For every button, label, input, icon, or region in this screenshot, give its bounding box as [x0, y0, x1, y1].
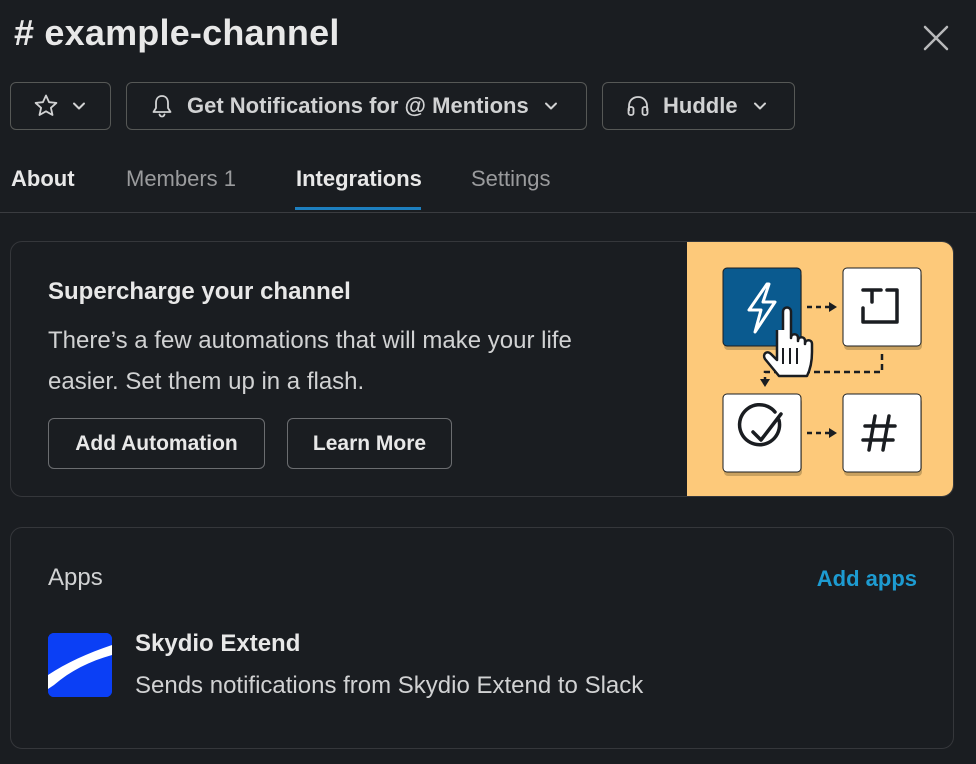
- notifications-dropdown-button[interactable]: Get Notifications for @ Mentions: [126, 82, 587, 130]
- tab-about[interactable]: About: [11, 166, 75, 191]
- notifications-label: Get Notifications for @ Mentions: [187, 93, 529, 118]
- headphones-icon: [627, 96, 649, 116]
- promo-body: There’s a few automations that will make…: [48, 327, 572, 395]
- tab-integrations[interactable]: Integrations: [296, 166, 422, 191]
- close-icon: [923, 25, 949, 51]
- chevron-down-icon: [544, 102, 557, 110]
- huddle-label: Huddle: [663, 93, 738, 118]
- skydio-icon[interactable]: [48, 633, 112, 697]
- learn-more-button[interactable]: Learn More: [287, 418, 452, 469]
- check-circle-icon: [722, 393, 802, 473]
- text-icon: [842, 267, 922, 347]
- active-tab-indicator: [295, 207, 421, 210]
- promo-title: Supercharge your channel: [48, 278, 351, 305]
- lightning-icon: [722, 267, 802, 347]
- star-dropdown-button[interactable]: [10, 82, 111, 130]
- automation-promo-card: Supercharge your channel There’s a few a…: [10, 241, 954, 497]
- chevron-down-icon: [753, 102, 766, 110]
- star-icon: [34, 94, 58, 116]
- add-apps-link[interactable]: Add apps: [816, 566, 917, 591]
- automation-illustration: [687, 242, 953, 496]
- apps-card: Apps Add apps Skydio Extend Sends notifi…: [10, 527, 954, 749]
- hash-icon: [842, 393, 922, 473]
- close-button[interactable]: [916, 18, 956, 58]
- add-automation-button[interactable]: Add Automation: [48, 418, 265, 469]
- app-description: Sends notifications from Skydio Extend t…: [135, 672, 644, 699]
- tab-settings[interactable]: Settings: [471, 166, 551, 191]
- app-name[interactable]: Skydio Extend: [135, 630, 301, 657]
- apps-title: Apps: [48, 564, 103, 591]
- hand-cursor-icon: [762, 306, 814, 378]
- huddle-dropdown-button[interactable]: Huddle: [602, 82, 795, 130]
- bell-icon: [152, 95, 172, 118]
- chevron-down-icon: [73, 102, 85, 110]
- tab-members[interactable]: Members 1: [126, 166, 237, 191]
- channel-title: # example-channel: [14, 12, 340, 53]
- channel-tabs: About Members 1 Integrations Settings: [0, 160, 976, 213]
